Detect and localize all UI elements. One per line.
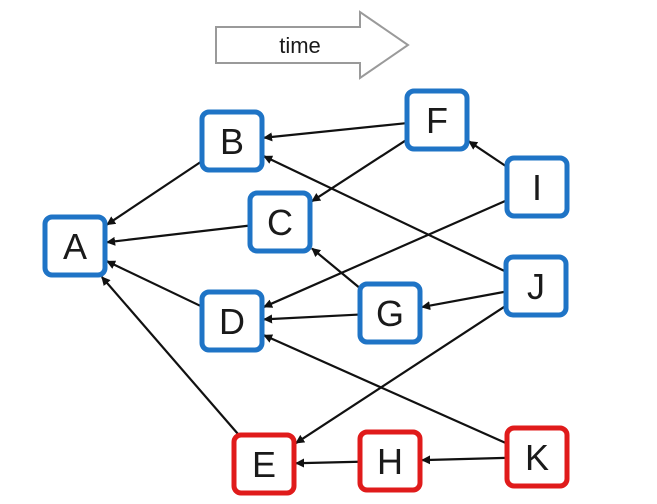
node-box-e — [231, 432, 297, 496]
edge-c-to-a — [106, 224, 250, 246]
edge-g-to-c — [311, 247, 360, 289]
node-box-j — [503, 254, 569, 318]
node-box-h — [357, 429, 423, 493]
node-box-d — [199, 289, 265, 353]
edge-k-to-h — [421, 455, 507, 465]
node-e: E — [231, 432, 297, 496]
edge-b-to-a — [106, 160, 202, 226]
edge-j-to-g — [421, 290, 506, 311]
node-f: F — [404, 88, 470, 152]
time-arrow: time — [215, 10, 410, 80]
node-label-f: F — [426, 100, 448, 141]
time-arrow-shape — [215, 10, 410, 80]
node-box-f — [404, 88, 470, 152]
node-a: A — [42, 214, 108, 278]
edge-e-to-a — [101, 276, 239, 435]
node-g: G — [357, 281, 423, 345]
node-d: D — [199, 289, 265, 353]
node-c: C — [247, 190, 313, 254]
node-label-c: C — [267, 202, 293, 243]
node-label-b: B — [220, 121, 244, 162]
edge-k-to-d — [263, 334, 507, 445]
node-label-h: H — [377, 441, 403, 482]
node-box-g — [357, 281, 423, 345]
node-box-i — [504, 155, 570, 219]
node-label-k: K — [525, 437, 549, 478]
edges — [101, 122, 507, 468]
time-label: time — [279, 33, 321, 58]
node-box-c — [247, 190, 313, 254]
edge-i-to-d — [263, 199, 507, 308]
nodes: A BC D E F G H I J K — [42, 88, 570, 496]
node-j: J — [503, 254, 569, 318]
edge-f-to-b — [263, 122, 407, 142]
edge-j-to-e — [295, 305, 506, 444]
edge-j-to-b — [263, 155, 506, 273]
edge-g-to-d — [263, 313, 360, 324]
node-label-i: I — [532, 167, 542, 208]
node-label-a: A — [63, 226, 87, 267]
node-i: I — [504, 155, 570, 219]
edge-d-to-a — [106, 260, 202, 308]
edge-f-to-c — [311, 139, 407, 203]
node-label-e: E — [252, 444, 276, 485]
node-label-d: D — [219, 301, 245, 342]
node-k: K — [504, 425, 570, 489]
edge-i-to-f — [468, 140, 507, 168]
edge-h-to-e — [295, 458, 360, 468]
node-b: B — [199, 109, 265, 173]
node-box-b — [199, 109, 265, 173]
node-label-g: G — [376, 293, 404, 334]
node-box-k — [504, 425, 570, 489]
node-box-a — [42, 214, 108, 278]
node-h: H — [357, 429, 423, 493]
node-label-j: J — [527, 266, 545, 307]
